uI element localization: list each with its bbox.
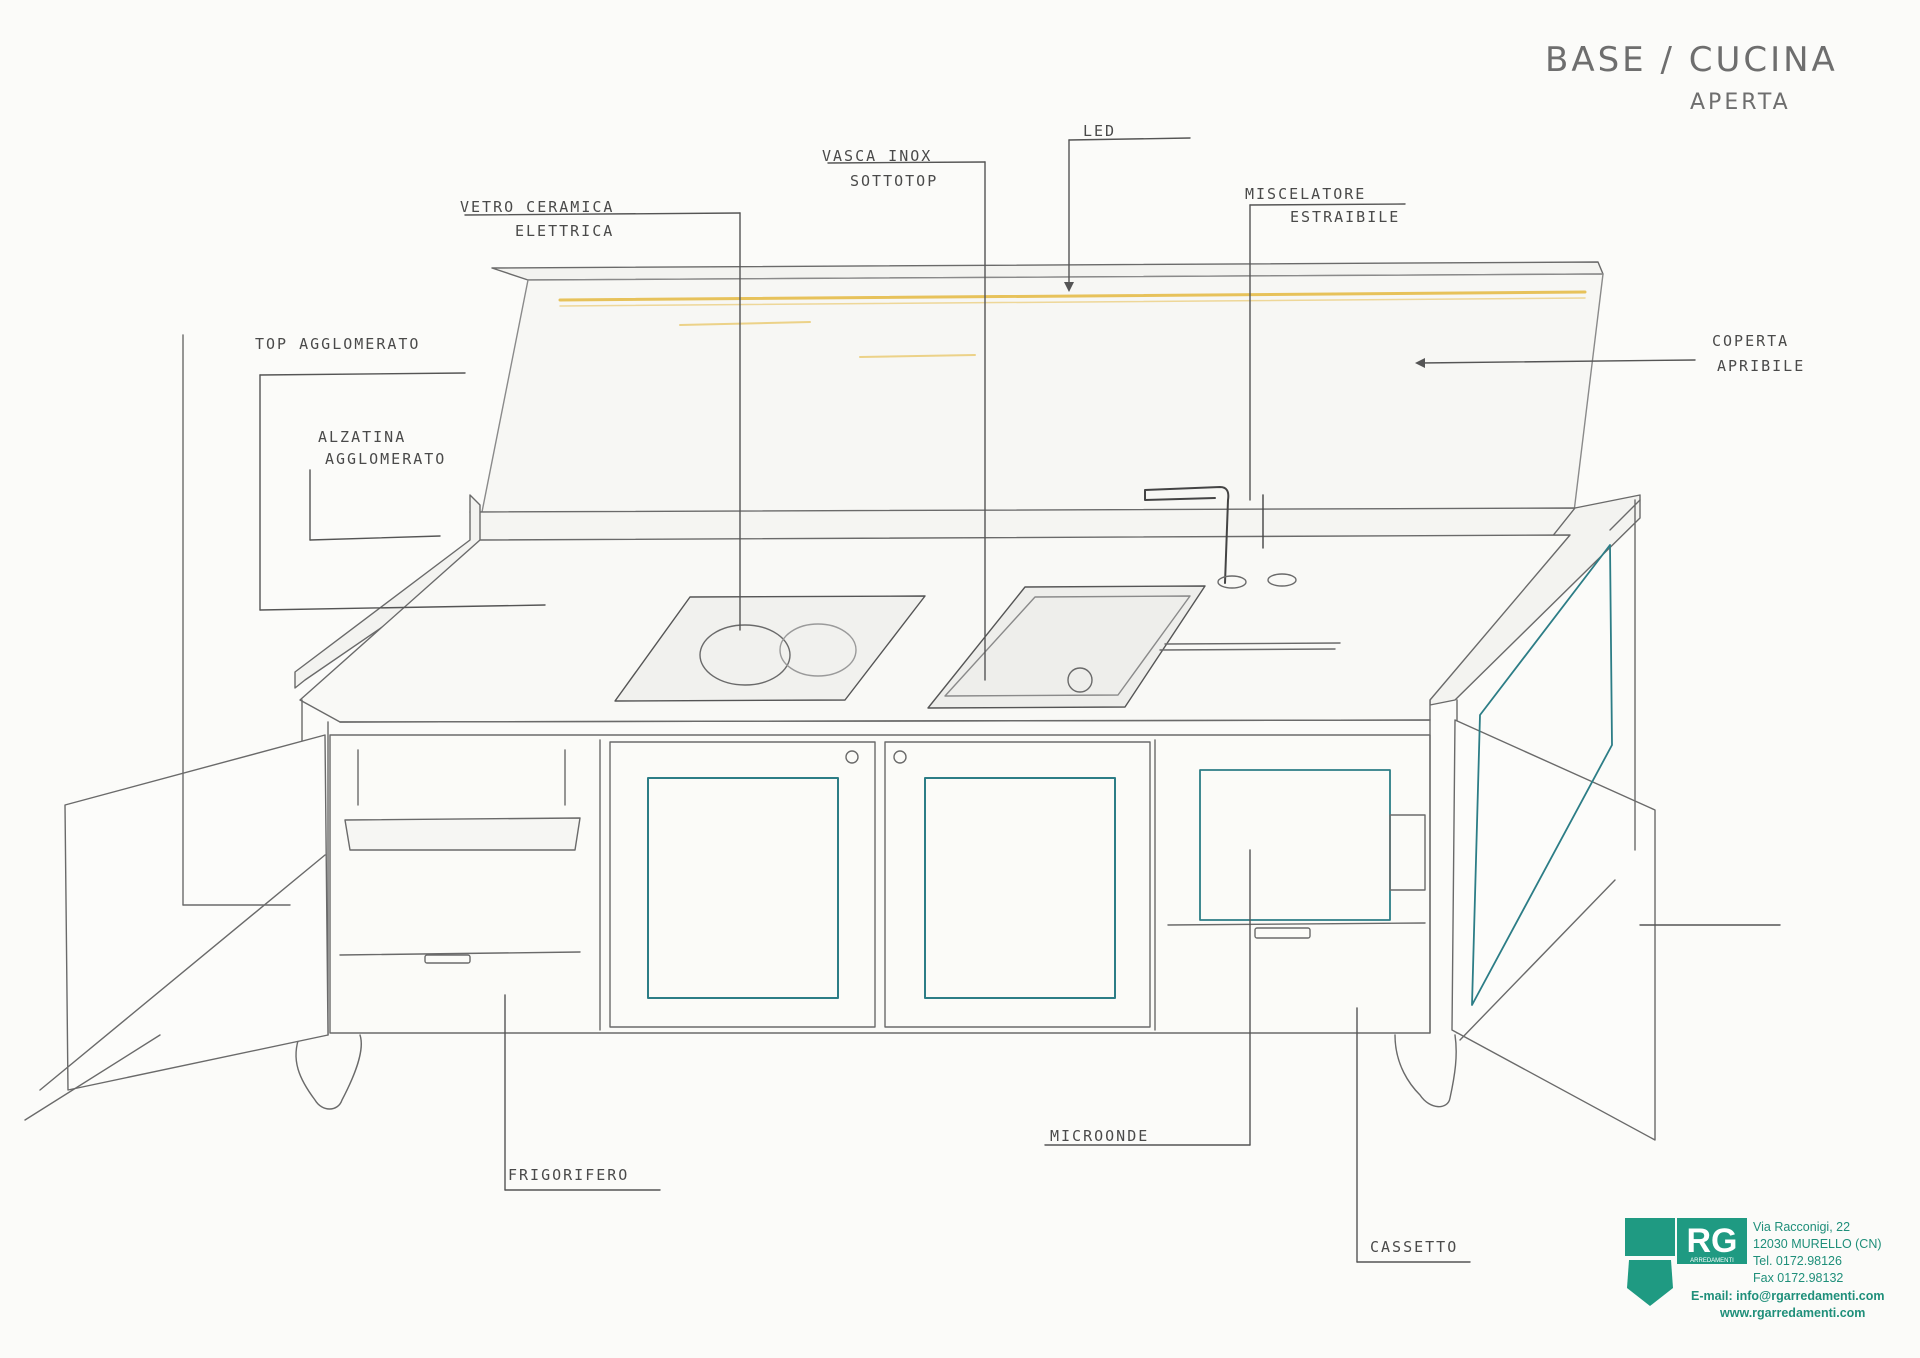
lid [479,261,1604,523]
label-vasca-1: VASCA INOX [822,147,933,165]
sheet-title: BASE / CUCINA [1545,40,1838,80]
label-miscelatore-1: MISCELATORE [1245,185,1367,203]
company-logo-block: RG ARREDAMENTI Via Racconigi, 22 12030 M… [1625,1218,1920,1328]
label-frigorifero: FRIGORIFERO [508,1166,630,1184]
address-street: Via Racconigi, 22 [1753,1220,1851,1234]
fax: Fax 0172.98132 [1753,1271,1844,1285]
label-led: LED [1083,122,1117,140]
label-coperta-2: APRIBILE [1717,357,1806,375]
label-microonde: MICROONDE [1050,1127,1150,1145]
address-city: 12030 MURELLO (CN) [1753,1237,1882,1251]
company-contacts: E-mail: info@rgarredamenti.com www.rgarr… [1675,1288,1920,1322]
rg-logo-mark: RG ARREDAMENTI [1625,1218,1747,1306]
logo-word: ARREDAMENTI [1690,1258,1734,1264]
phone: Tel. 0172.98126 [1753,1254,1842,1268]
label-vetro-2: ELETTRICA [515,222,615,240]
company-address: Via Racconigi, 22 12030 MURELLO (CN) Tel… [1753,1219,1920,1287]
label-vasca-2: SOTTOTOP [850,172,939,190]
label-coperta-1: COPERTA [1712,332,1790,350]
label-vetro-1: VETRO CERAMICA [460,198,615,216]
label-top: TOP AGGLOMERATO [255,335,421,353]
label-miscelatore-2: ESTRAIBILE [1290,208,1401,226]
sheet-subtitle: APERTA [1690,90,1791,115]
website-link[interactable]: www.rgarredamenti.com [1720,1306,1866,1320]
logo-letters: RG [1687,1222,1738,1260]
label-alzatina-1: ALZATINA [318,428,407,446]
label-cassetto: CASSETTO [1370,1238,1459,1256]
label-alzatina-2: AGGLOMERATO [325,450,447,468]
email-link[interactable]: E-mail: info@rgarredamenti.com [1691,1289,1885,1303]
